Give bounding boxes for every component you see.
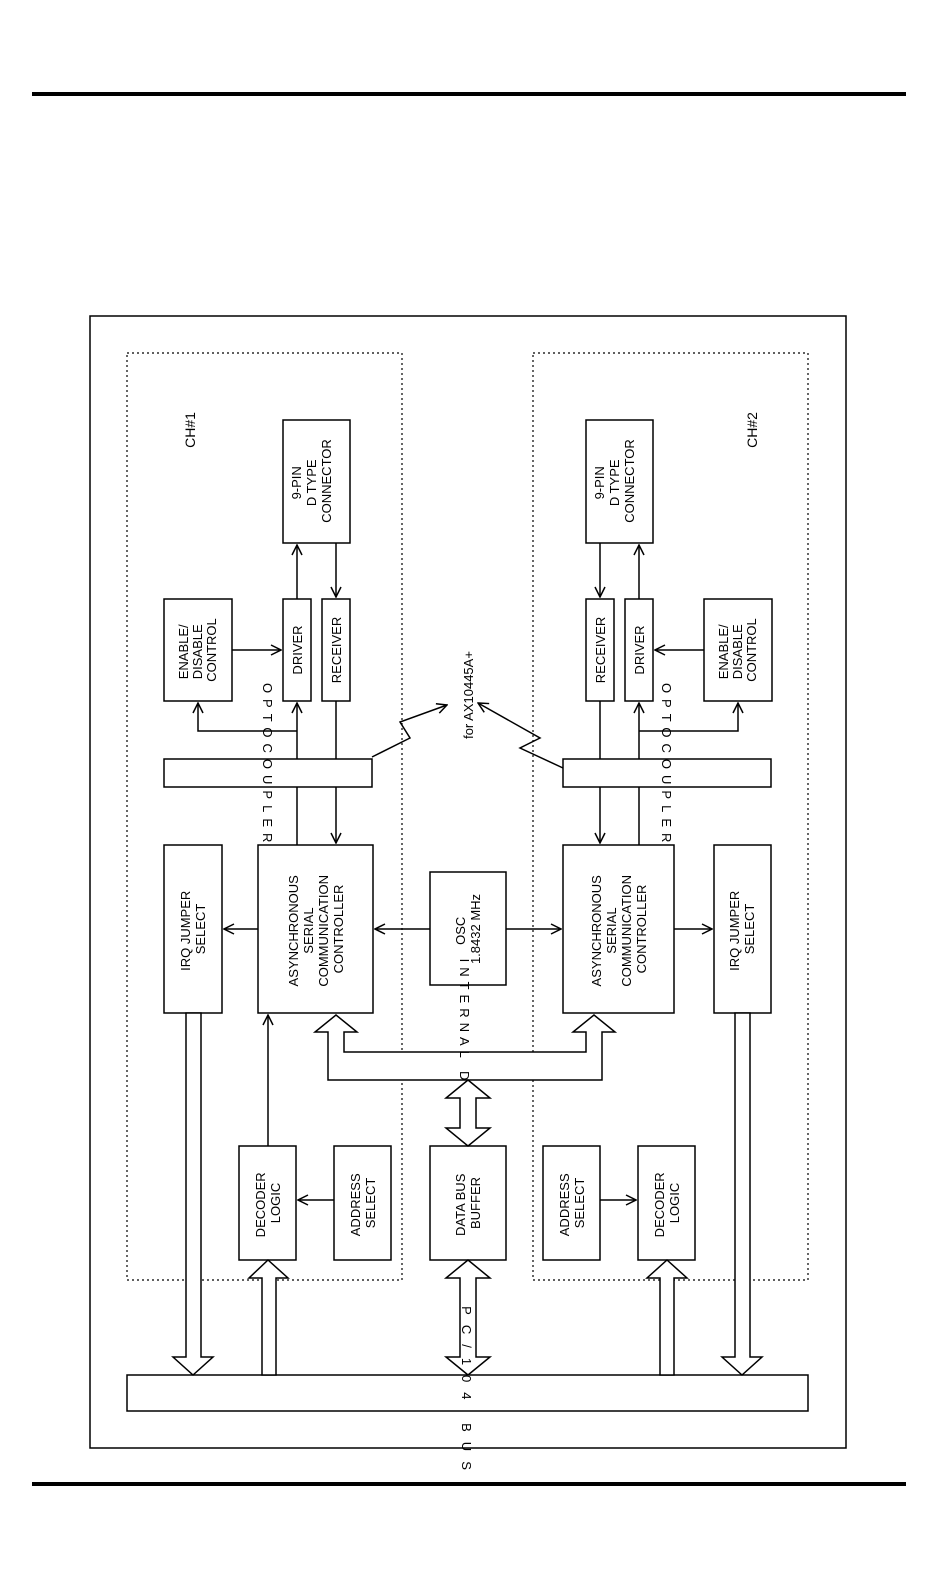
ch2-ascc-box	[562, 844, 675, 1014]
data-bus-buffer-label: DATA BUS BUFFER	[453, 1170, 483, 1236]
ch2-decoder-label: DECODER LOGIC	[652, 1169, 682, 1238]
buffer-pc104-arrow	[443, 1259, 493, 1376]
osc-label: OSC 1.8432 MHz	[453, 894, 483, 964]
channel-1-region	[126, 352, 403, 1281]
ch1-optocouplers-label: OPTOCOUPLERS	[260, 683, 275, 863]
pc104-bus-label: PC/104 BUS	[459, 1306, 474, 1480]
ch1-opto-to-enable	[198, 703, 297, 732]
ch2-irq-to-bus-arrow	[720, 1012, 764, 1377]
bus-to-ch2-decoder-arrow	[645, 1258, 689, 1376]
ch2-connector-box	[585, 419, 654, 544]
ch1-driver-label: DRIVER	[290, 625, 305, 674]
ch1-ascc-label: ASYNCHRONOUS SERIAL COMMUNICATION CONTRO…	[286, 871, 346, 986]
ch2-receiver-label: RECEIVER	[593, 617, 608, 683]
ch1-connector-label: 9-PIN D TYPE CONNECTOR	[289, 439, 334, 523]
ch1-label: CH#1	[182, 412, 198, 448]
ch2-optocouplers-label: OPTOCOUPLERS	[659, 683, 674, 863]
ch2-irq-label: IRQ JUMPER SELECT	[727, 887, 757, 971]
ch2-irq-box	[713, 844, 772, 1014]
ch2-driver-label: DRIVER	[632, 625, 647, 674]
ch1-decoder-label: DECODER LOGIC	[253, 1169, 283, 1238]
ch2-note-leader	[478, 703, 564, 769]
ch1-connector-box	[282, 419, 351, 544]
pc104-bus-box	[126, 1374, 809, 1412]
ch1-address-label: ADDRESS SELECT	[348, 1170, 378, 1236]
bus-to-ch1-decoder-arrow	[247, 1258, 290, 1376]
ch1-ascc-box	[257, 844, 374, 1014]
ch1-decoder-box	[238, 1145, 297, 1261]
ch1-enable-label: ENABLE/ DISABLE CONTROL	[176, 618, 219, 682]
ch1-receiver-label: RECEIVER	[329, 617, 344, 683]
buffer-internal-bus-arrow	[443, 1079, 493, 1147]
ch1-enable-box	[163, 598, 233, 702]
ch2-address-box	[542, 1145, 601, 1261]
ch1-irq-to-bus-arrow	[171, 1012, 215, 1377]
ch1-irq-label: IRQ JUMPER SELECT	[178, 887, 208, 971]
channel-2-region	[532, 352, 809, 1281]
ch2-address-label: ADDRESS SELECT	[557, 1170, 587, 1236]
ch1-note-leader	[371, 705, 447, 758]
ch2-enable-label: ENABLE/ DISABLE CONTROL	[716, 618, 759, 682]
ch1-irq-box	[163, 844, 223, 1014]
internal-data-bus	[312, 1014, 618, 1081]
ch1-optocouplers-box	[163, 758, 373, 788]
ch2-label: CH#2	[744, 412, 760, 448]
ch1-address-box	[333, 1145, 392, 1261]
ch2-receiver-box	[585, 598, 615, 702]
ch2-connector-label: 9-PIN D TYPE CONNECTOR	[592, 439, 637, 523]
ch2-optocouplers-box	[562, 758, 772, 788]
ch1-receiver-box	[321, 598, 351, 702]
ch2-opto-to-enable	[639, 703, 738, 732]
note-label: for AX10445A+	[461, 651, 476, 739]
ch2-ascc-label: ASYNCHRONOUS SERIAL COMMUNICATION CONTRO…	[589, 871, 649, 986]
ch2-decoder-box	[637, 1145, 696, 1261]
ch2-enable-box	[703, 598, 773, 702]
